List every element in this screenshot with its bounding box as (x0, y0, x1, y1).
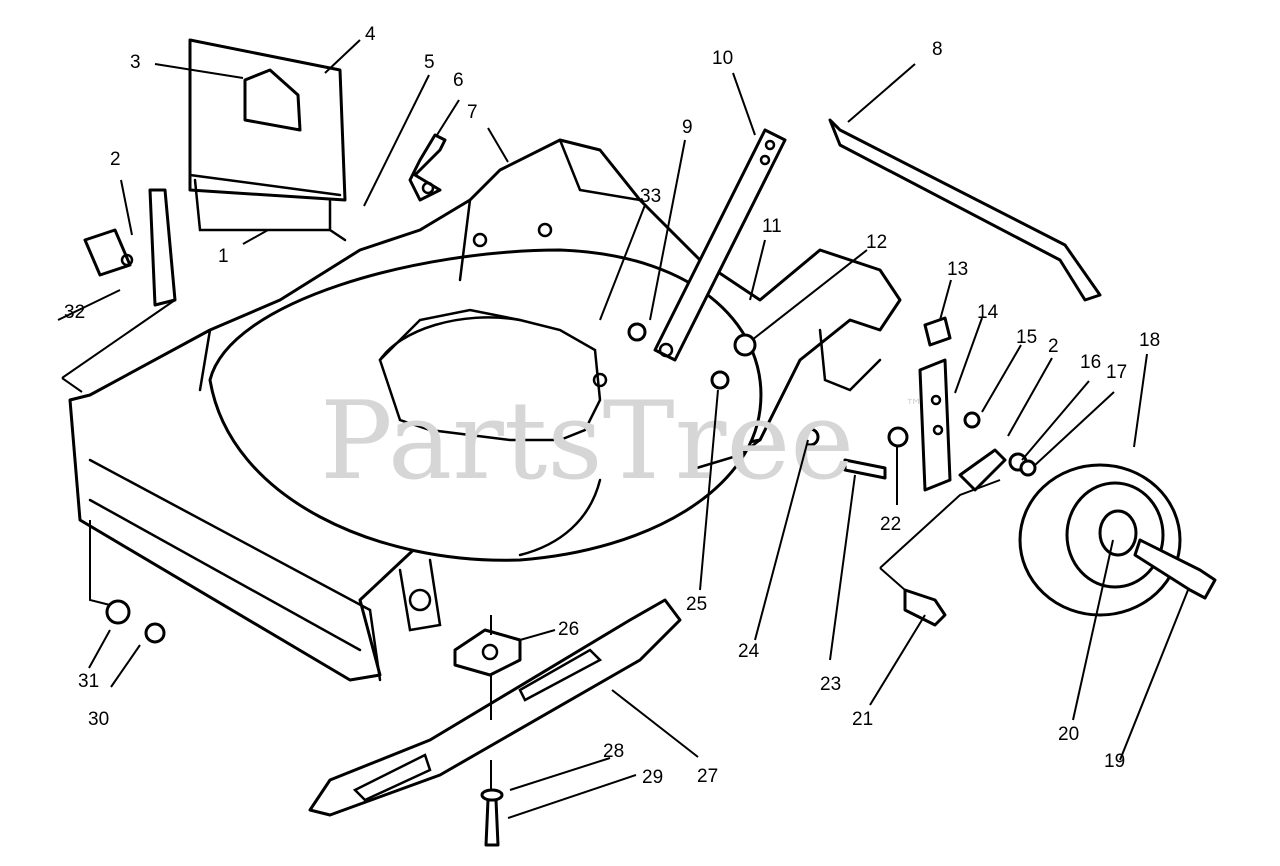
callout-14: 14 (977, 302, 999, 323)
callout-31: 31 (78, 671, 99, 692)
callout-27: 27 (697, 766, 718, 787)
callout-25: 25 (686, 594, 707, 615)
callout-19: 19 (1104, 751, 1125, 772)
callout-30: 30 (88, 709, 109, 730)
callout-15: 15 (1016, 327, 1037, 348)
callout-23: 23 (820, 674, 841, 695)
watermark-trademark: ™ (905, 396, 923, 417)
callout-22: 22 (880, 514, 901, 535)
callout-8: 8 (932, 39, 943, 60)
callout-17: 17 (1106, 362, 1127, 383)
hardware (105, 322, 1037, 644)
callout-10: 10 (712, 48, 733, 69)
callout-5: 5 (424, 52, 435, 73)
callout-7: 7 (467, 102, 478, 123)
callout-21: 21 (852, 709, 873, 730)
callout-2-right: 2 (1048, 336, 1059, 357)
left-hinge-bracket (83, 188, 177, 307)
callout-12: 12 (866, 232, 887, 253)
handle-arm (653, 128, 787, 362)
callout-29: 29 (642, 767, 663, 788)
rear-door-assembly (188, 38, 347, 242)
wheel (1018, 463, 1217, 617)
right-height-bracket (918, 316, 952, 492)
callout-18: 18 (1139, 330, 1160, 351)
callout-16: 16 (1080, 352, 1101, 373)
callout-33: 33 (640, 186, 661, 207)
callout-1: 1 (218, 246, 229, 267)
callout-26: 26 (558, 619, 579, 640)
callout-4: 4 (365, 24, 376, 45)
callout-13: 13 (947, 259, 968, 280)
leader-lines (57, 39, 1189, 819)
callout-20: 20 (1058, 724, 1079, 745)
callout-28: 28 (603, 741, 624, 762)
callout-3: 3 (130, 52, 141, 73)
shield-8 (828, 118, 1102, 302)
callout-32: 32 (64, 302, 85, 323)
watermark-text: PartsTree (320, 379, 854, 504)
callout-labels: 1 2 3 4 5 6 7 8 9 10 11 12 13 14 15 2 16… (64, 24, 1160, 788)
callout-11: 11 (762, 216, 782, 237)
watermark: PartsTree ™ (320, 379, 923, 504)
callout-24: 24 (738, 641, 760, 662)
callout-2-left: 2 (110, 149, 121, 170)
callout-6: 6 (453, 70, 464, 91)
callout-9: 9 (682, 117, 693, 138)
bracket-6 (408, 133, 447, 202)
blade-assembly (308, 598, 682, 847)
